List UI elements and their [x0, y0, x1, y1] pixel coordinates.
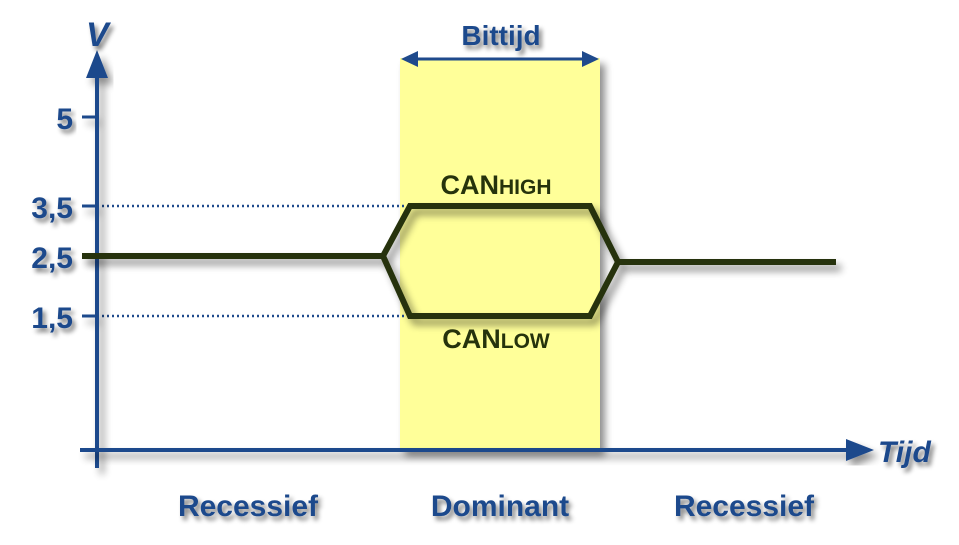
- can-low-label: CANLOW: [442, 324, 550, 354]
- y-axis-arrowhead: [86, 50, 108, 78]
- tick-label-5: 5: [56, 103, 73, 136]
- can-low-prefix: CAN: [442, 324, 501, 354]
- phase-label-recessive-left: Recessief: [178, 490, 319, 523]
- can-high-suffix: HIGH: [499, 176, 552, 199]
- can-low-suffix: LOW: [501, 330, 550, 353]
- tick-label-1-5: 1,5: [31, 302, 73, 335]
- tick-label-3-5: 3,5: [31, 192, 73, 225]
- can-low-line: [380, 254, 621, 319]
- bit-time-region: [400, 58, 600, 450]
- signal-lines: [82, 203, 836, 319]
- can-high-prefix: CAN: [441, 170, 500, 200]
- x-axis: [80, 439, 874, 461]
- can-high-label: CANHIGH: [441, 170, 552, 200]
- bit-time-arrow: [401, 51, 599, 67]
- x-axis-label: Tijd: [878, 436, 931, 469]
- bit-time-label: Bittijd: [461, 20, 540, 51]
- tick-label-2-5: 2,5: [31, 242, 73, 275]
- y-axis-label: V: [86, 16, 112, 54]
- can-high-line: [82, 203, 836, 265]
- phase-label-recessive-right: Recessief: [674, 490, 815, 523]
- x-axis-arrowhead: [846, 439, 874, 461]
- phase-label-dominant: Dominant: [431, 490, 569, 523]
